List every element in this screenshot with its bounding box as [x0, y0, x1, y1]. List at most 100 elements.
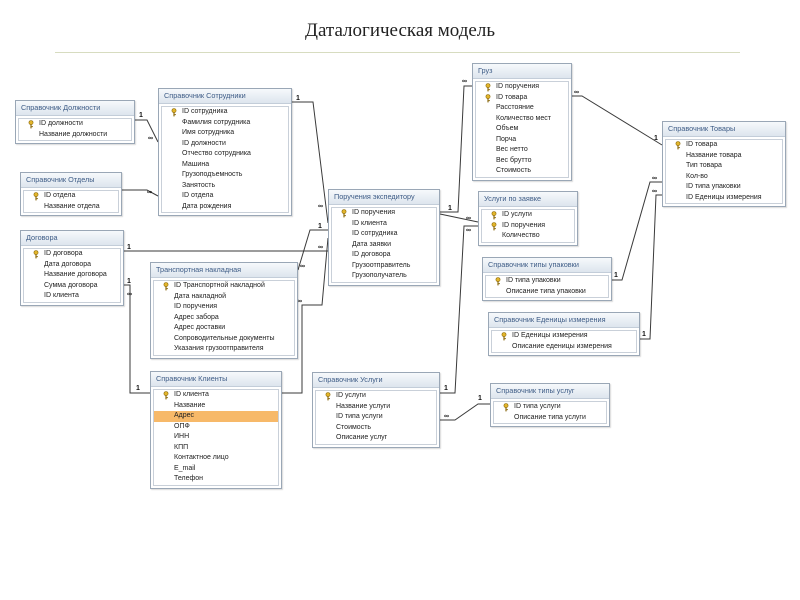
field[interactable]: ID договора: [332, 250, 436, 261]
field[interactable]: Количество мест: [476, 114, 568, 125]
field[interactable]: Дата рождения: [162, 202, 288, 213]
key-field[interactable]: ID услуги: [482, 210, 574, 221]
field[interactable]: ID Еденицы измерения: [666, 193, 782, 204]
field[interactable]: Грузоподъемность: [162, 170, 288, 181]
field[interactable]: Занятость: [162, 181, 288, 192]
key-field[interactable]: ID договора: [24, 249, 120, 260]
field[interactable]: Отчество сотрудника: [162, 149, 288, 160]
field[interactable]: Контактное лицо: [154, 453, 278, 464]
field[interactable]: Стоимость: [476, 166, 568, 177]
field[interactable]: ID типа упаковки: [666, 182, 782, 193]
key-field[interactable]: ID Еденицы измерения: [492, 331, 636, 342]
key-field[interactable]: ID поручения: [332, 208, 436, 219]
table-title[interactable]: Договора: [21, 231, 123, 246]
table-title[interactable]: Справочник Еденицы измерения: [489, 313, 639, 328]
field[interactable]: Количество: [482, 231, 574, 242]
field[interactable]: Описание типа упаковки: [486, 287, 608, 298]
field[interactable]: ID сотрудника: [332, 229, 436, 240]
table-title[interactable]: Груз: [473, 64, 571, 79]
field[interactable]: Название отдела: [24, 202, 118, 213]
field[interactable]: Название должности: [19, 130, 131, 141]
table-title[interactable]: Справочник типы услуг: [491, 384, 609, 399]
field[interactable]: Описание типа услуги: [494, 413, 606, 424]
field[interactable]: Расстояние: [476, 103, 568, 114]
table-title[interactable]: Справочник типы упаковки: [483, 258, 611, 273]
table-edinicy[interactable]: Справочник Еденицы измерения ID Еденицы и…: [488, 312, 640, 356]
key-field[interactable]: ID сотрудника: [162, 107, 288, 118]
field[interactable]: Тип товара: [666, 161, 782, 172]
field[interactable]: ИНН: [154, 432, 278, 443]
field[interactable]: Грузоотправитель: [332, 261, 436, 272]
field[interactable]: Фамилия сотрудника: [162, 118, 288, 129]
field[interactable]: ID отдела: [162, 191, 288, 202]
table-title[interactable]: Справочник Товары: [663, 122, 785, 137]
table-title[interactable]: Услуги по заявке: [479, 192, 577, 207]
field[interactable]: Имя сотрудника: [162, 128, 288, 139]
key-field[interactable]: ID товара: [666, 140, 782, 151]
field[interactable]: Вес брутто: [476, 156, 568, 167]
table-title[interactable]: Справочник Услуги: [313, 373, 439, 388]
field[interactable]: Телефон: [154, 474, 278, 485]
field[interactable]: Название договора: [24, 270, 120, 281]
field[interactable]: Сопроводительные документы: [154, 334, 294, 345]
field[interactable]: ID клиента: [24, 291, 120, 302]
field[interactable]: Адрес: [154, 411, 278, 422]
key-field[interactable]: ID типа упаковки: [486, 276, 608, 287]
key-field[interactable]: ID поручения: [476, 82, 568, 93]
field[interactable]: Кол-во: [666, 172, 782, 183]
table-title[interactable]: Справочник Сотрудники: [159, 89, 291, 104]
field[interactable]: Грузополучатель: [332, 271, 436, 282]
field[interactable]: ID должности: [162, 139, 288, 150]
field[interactable]: Машина: [162, 160, 288, 171]
table-title[interactable]: Поручения экспедитору: [329, 190, 439, 205]
field[interactable]: КПП: [154, 443, 278, 454]
key-field[interactable]: ID клиента: [154, 390, 278, 401]
key-field[interactable]: ID товара: [476, 93, 568, 104]
field[interactable]: Стоимость: [316, 423, 436, 434]
key-field[interactable]: ID должности: [19, 119, 131, 130]
field[interactable]: Название услуги: [316, 402, 436, 413]
field[interactable]: Адрес забора: [154, 313, 294, 324]
table-title[interactable]: Транспортная накладная: [151, 263, 297, 278]
field[interactable]: Вес нетто: [476, 145, 568, 156]
field[interactable]: Указания грузоотправителя: [154, 344, 294, 355]
key-field[interactable]: ID типа услуги: [494, 402, 606, 413]
key-field[interactable]: ID поручения: [482, 221, 574, 232]
key-field[interactable]: ID отдела: [24, 191, 118, 202]
field[interactable]: Описание услуг: [316, 433, 436, 444]
key-field[interactable]: ID услуги: [316, 391, 436, 402]
field[interactable]: Дата накладной: [154, 292, 294, 303]
field[interactable]: ID типа услуги: [316, 412, 436, 423]
field[interactable]: ID клиента: [332, 219, 436, 230]
field[interactable]: Дата договора: [24, 260, 120, 271]
field[interactable]: Объем: [476, 124, 568, 135]
table-title[interactable]: Справочник Должности: [16, 101, 134, 116]
table-title[interactable]: Справочник Клиенты: [151, 372, 281, 387]
table-title[interactable]: Справочник Отделы: [21, 173, 121, 188]
field[interactable]: Описание еденицы измерения: [492, 342, 636, 353]
field[interactable]: ID поручения: [154, 302, 294, 313]
table-tipy_upakovki[interactable]: Справочник типы упаковки ID типа упаковки…: [482, 257, 612, 301]
field[interactable]: ОПФ: [154, 422, 278, 433]
field[interactable]: Название: [154, 401, 278, 412]
field[interactable]: Дата заявки: [332, 240, 436, 251]
field[interactable]: Сумма договора: [24, 281, 120, 292]
field[interactable]: Название товара: [666, 151, 782, 162]
field[interactable]: Адрес доставки: [154, 323, 294, 334]
key-field[interactable]: ID Транспортной накладной: [154, 281, 294, 292]
field[interactable]: Порча: [476, 135, 568, 146]
table-nakladnaya[interactable]: Транспортная накладная ID Транспортной на…: [150, 262, 298, 359]
field[interactable]: E_mail: [154, 464, 278, 475]
